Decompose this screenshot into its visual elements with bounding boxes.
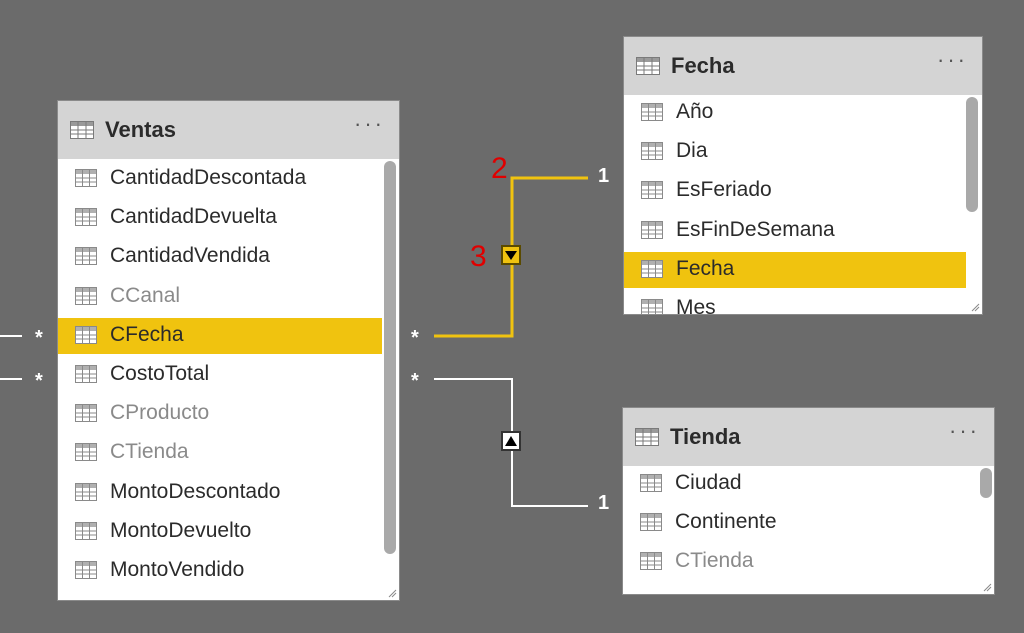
column-grid-icon — [75, 443, 97, 466]
ellipsis-icon[interactable]: ··· — [937, 47, 968, 72]
field-row-fecha[interactable]: EsFeriado — [624, 173, 966, 209]
table-title-fecha: Fecha — [671, 53, 735, 78]
field-row-tienda[interactable]: Ciudad — [623, 466, 978, 502]
resize-grip-icon[interactable] — [982, 582, 992, 592]
field-label: CostoTotal — [110, 362, 210, 385]
field-label: EsFinDeSemana — [676, 217, 835, 241]
field-row-fecha[interactable]: Mes — [624, 291, 966, 314]
column-grid-icon — [641, 103, 663, 126]
field-label: Año — [676, 100, 714, 123]
table-header-fecha[interactable]: Fecha ··· — [624, 37, 982, 95]
table-grid-icon — [70, 121, 94, 139]
offscreen-relationship-lines[interactable] — [0, 335, 22, 380]
field-row-fecha[interactable]: Dia — [624, 134, 966, 170]
column-grid-icon — [75, 365, 97, 388]
table-grid-icon — [636, 57, 660, 75]
table-grid-icon — [635, 428, 659, 446]
scrollbar-fecha[interactable] — [966, 97, 978, 212]
field-label: CTienda — [110, 440, 189, 464]
field-row-ventas[interactable]: CTienda — [58, 435, 382, 471]
filter-direction-fecha-icon[interactable] — [501, 245, 521, 265]
column-grid-icon — [75, 325, 97, 349]
field-label: CantidadDevuelta — [110, 205, 277, 229]
many-marker-ventas-tienda: * — [411, 370, 419, 392]
resize-grip-icon[interactable] — [387, 588, 397, 598]
column-grid-icon — [75, 561, 97, 584]
many-marker-left-2: * — [35, 370, 43, 392]
field-row-ventas[interactable]: CantidadVendida — [58, 239, 382, 275]
column-grid-icon — [641, 259, 663, 283]
field-label: MontoDevuelto — [110, 518, 252, 542]
annotation-3: 3 — [470, 240, 487, 273]
field-label: Mes — [676, 296, 716, 314]
field-label: CTienda — [675, 549, 754, 573]
filter-direction-tienda-icon[interactable] — [501, 431, 521, 451]
field-label: Dia — [676, 139, 708, 163]
field-row-fecha[interactable]: Año — [624, 95, 966, 131]
column-grid-icon — [75, 247, 97, 270]
field-label: CCanal — [110, 283, 181, 307]
field-label: MontoDescontado — [110, 479, 281, 503]
many-marker-ventas-fecha: * — [411, 327, 419, 349]
many-marker-left-1: * — [35, 327, 43, 349]
field-label: CProducto — [110, 401, 210, 425]
column-grid-icon — [641, 142, 663, 165]
field-label: CFecha — [110, 322, 184, 346]
field-label: Fecha — [676, 256, 735, 280]
column-grid-icon — [641, 220, 663, 244]
column-grid-icon — [75, 521, 97, 545]
table-title-tienda: Tienda — [670, 424, 741, 449]
column-grid-icon — [641, 181, 663, 204]
field-row-fecha[interactable]: Fecha — [624, 251, 966, 288]
field-row-tienda[interactable]: Continente — [623, 505, 978, 541]
ellipsis-icon[interactable]: ··· — [949, 418, 980, 443]
field-row-tienda[interactable]: CTienda — [623, 544, 978, 580]
ellipsis-icon[interactable]: ··· — [354, 111, 385, 136]
table-title-ventas: Ventas — [105, 117, 176, 142]
resize-grip-icon[interactable] — [970, 302, 980, 312]
table-header-ventas[interactable]: Ventas ··· — [58, 101, 399, 159]
annotation-2: 2 — [491, 152, 508, 185]
column-grid-icon — [75, 286, 97, 310]
column-grid-icon — [640, 474, 662, 497]
column-grid-icon — [75, 169, 97, 192]
field-row-ventas[interactable]: CCanal — [58, 279, 382, 315]
column-grid-icon — [75, 208, 97, 231]
field-row-ventas[interactable]: CProducto — [58, 396, 382, 432]
field-label: CantidadDescontada — [110, 166, 307, 189]
table-header-tienda[interactable]: Tienda ··· — [623, 408, 994, 466]
field-row-ventas[interactable]: MontoVendido — [58, 553, 382, 589]
field-row-ventas[interactable]: MontoDevuelto — [58, 514, 382, 550]
field-row-ventas[interactable]: CantidadDevuelta — [58, 200, 382, 236]
field-label: EsFeriado — [676, 178, 772, 202]
column-grid-icon — [75, 482, 97, 506]
field-label: CantidadVendida — [110, 244, 270, 268]
field-label: Continente — [675, 510, 777, 534]
column-grid-icon — [75, 404, 97, 427]
field-row-ventas[interactable]: MontoDescontado — [58, 475, 382, 511]
field-label: Ciudad — [675, 471, 742, 494]
scrollbar-tienda[interactable] — [980, 468, 992, 498]
one-marker-fecha: 1 — [598, 165, 610, 187]
field-row-fecha[interactable]: EsFinDeSemana — [624, 213, 966, 249]
field-row-ventas[interactable]: CFecha — [58, 317, 382, 354]
scrollbar-ventas[interactable] — [384, 161, 396, 554]
field-row-ventas[interactable]: CostoTotal — [58, 357, 382, 393]
column-grid-icon — [641, 299, 663, 314]
one-marker-tienda: 1 — [598, 492, 610, 514]
column-grid-icon — [640, 513, 662, 536]
field-label: MontoVendido — [110, 558, 245, 581]
field-row-ventas[interactable]: CantidadDescontada — [58, 161, 382, 197]
column-grid-icon — [640, 552, 662, 575]
